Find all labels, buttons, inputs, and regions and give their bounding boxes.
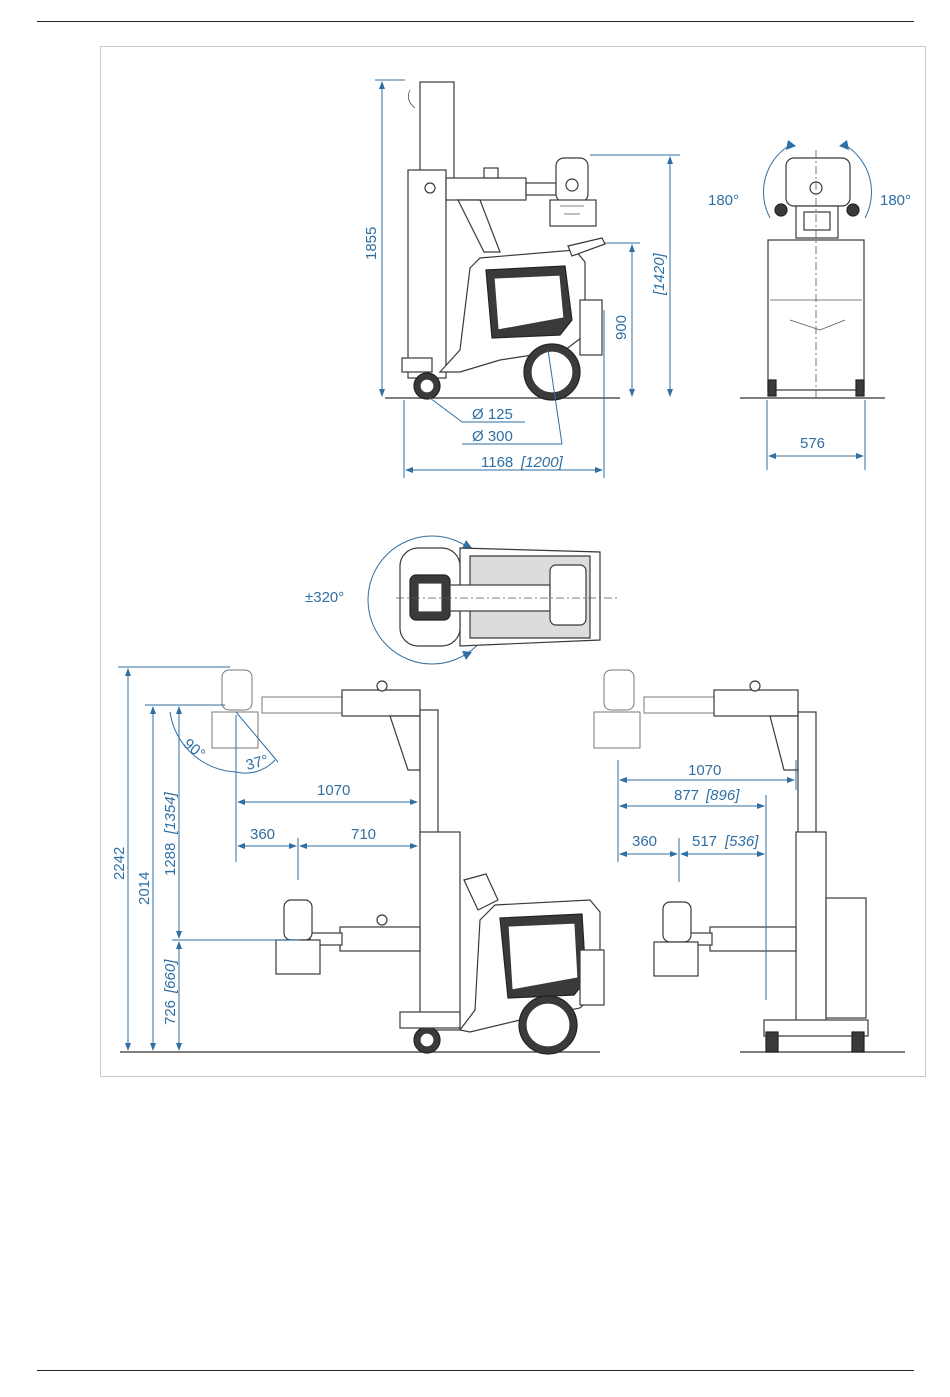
extended-view-right-dimensions: 1070 877 [896] 360 517 [536] <box>618 760 796 1000</box>
dim-rotate-right: 180° <box>880 192 911 209</box>
dim-right-reach-b: 517 <box>692 833 717 850</box>
dim-height-3: 1288 <box>162 843 179 876</box>
dim-right-reach-a: 360 <box>632 833 657 850</box>
dim-width: 576 <box>800 435 825 452</box>
dim-wheel-small: Ø 125 <box>472 406 513 423</box>
top-view <box>368 536 620 664</box>
dim-length: 1168 <box>481 454 513 471</box>
dim-tilt-a: 90° <box>180 735 208 763</box>
extended-view-right <box>594 670 905 1052</box>
dim-height-max: 2242 <box>111 847 128 880</box>
dim-reach-a: 360 <box>250 826 275 843</box>
front-view <box>740 140 885 400</box>
dim-length-alt: [1200] <box>520 454 564 471</box>
dim-total-height: 1855 <box>363 227 380 260</box>
dim-height-low: 726 <box>162 1000 179 1025</box>
dim-height-2: 2014 <box>136 872 153 905</box>
dim-right-reach-2: 877 <box>674 787 699 804</box>
dim-wheel-large: Ø 300 <box>472 428 513 445</box>
extended-view-left-dimensions: 2242 2014 1288 [1354] 726 [660] 90° 37° … <box>111 667 417 1050</box>
dim-reach: 1070 <box>317 782 350 799</box>
dim-right-reach: 1070 <box>688 762 721 779</box>
dim-height-low-alt: [660] <box>162 959 179 994</box>
dim-reach-b: 710 <box>351 826 376 843</box>
extended-view-left <box>120 670 604 1054</box>
dim-handle-height: 900 <box>613 315 630 340</box>
dim-right-reach-2-alt: [896] <box>705 787 740 804</box>
dim-right-reach-b-alt: [536] <box>724 833 759 850</box>
dim-rotate-left: 180° <box>708 192 739 209</box>
dim-height-3-alt: [1354] <box>162 791 179 835</box>
dim-upper-height: [1420] <box>651 252 668 296</box>
dim-rotation: ±320° <box>305 589 344 606</box>
dim-tilt-b: 37° <box>244 752 270 774</box>
side-view <box>385 82 620 400</box>
